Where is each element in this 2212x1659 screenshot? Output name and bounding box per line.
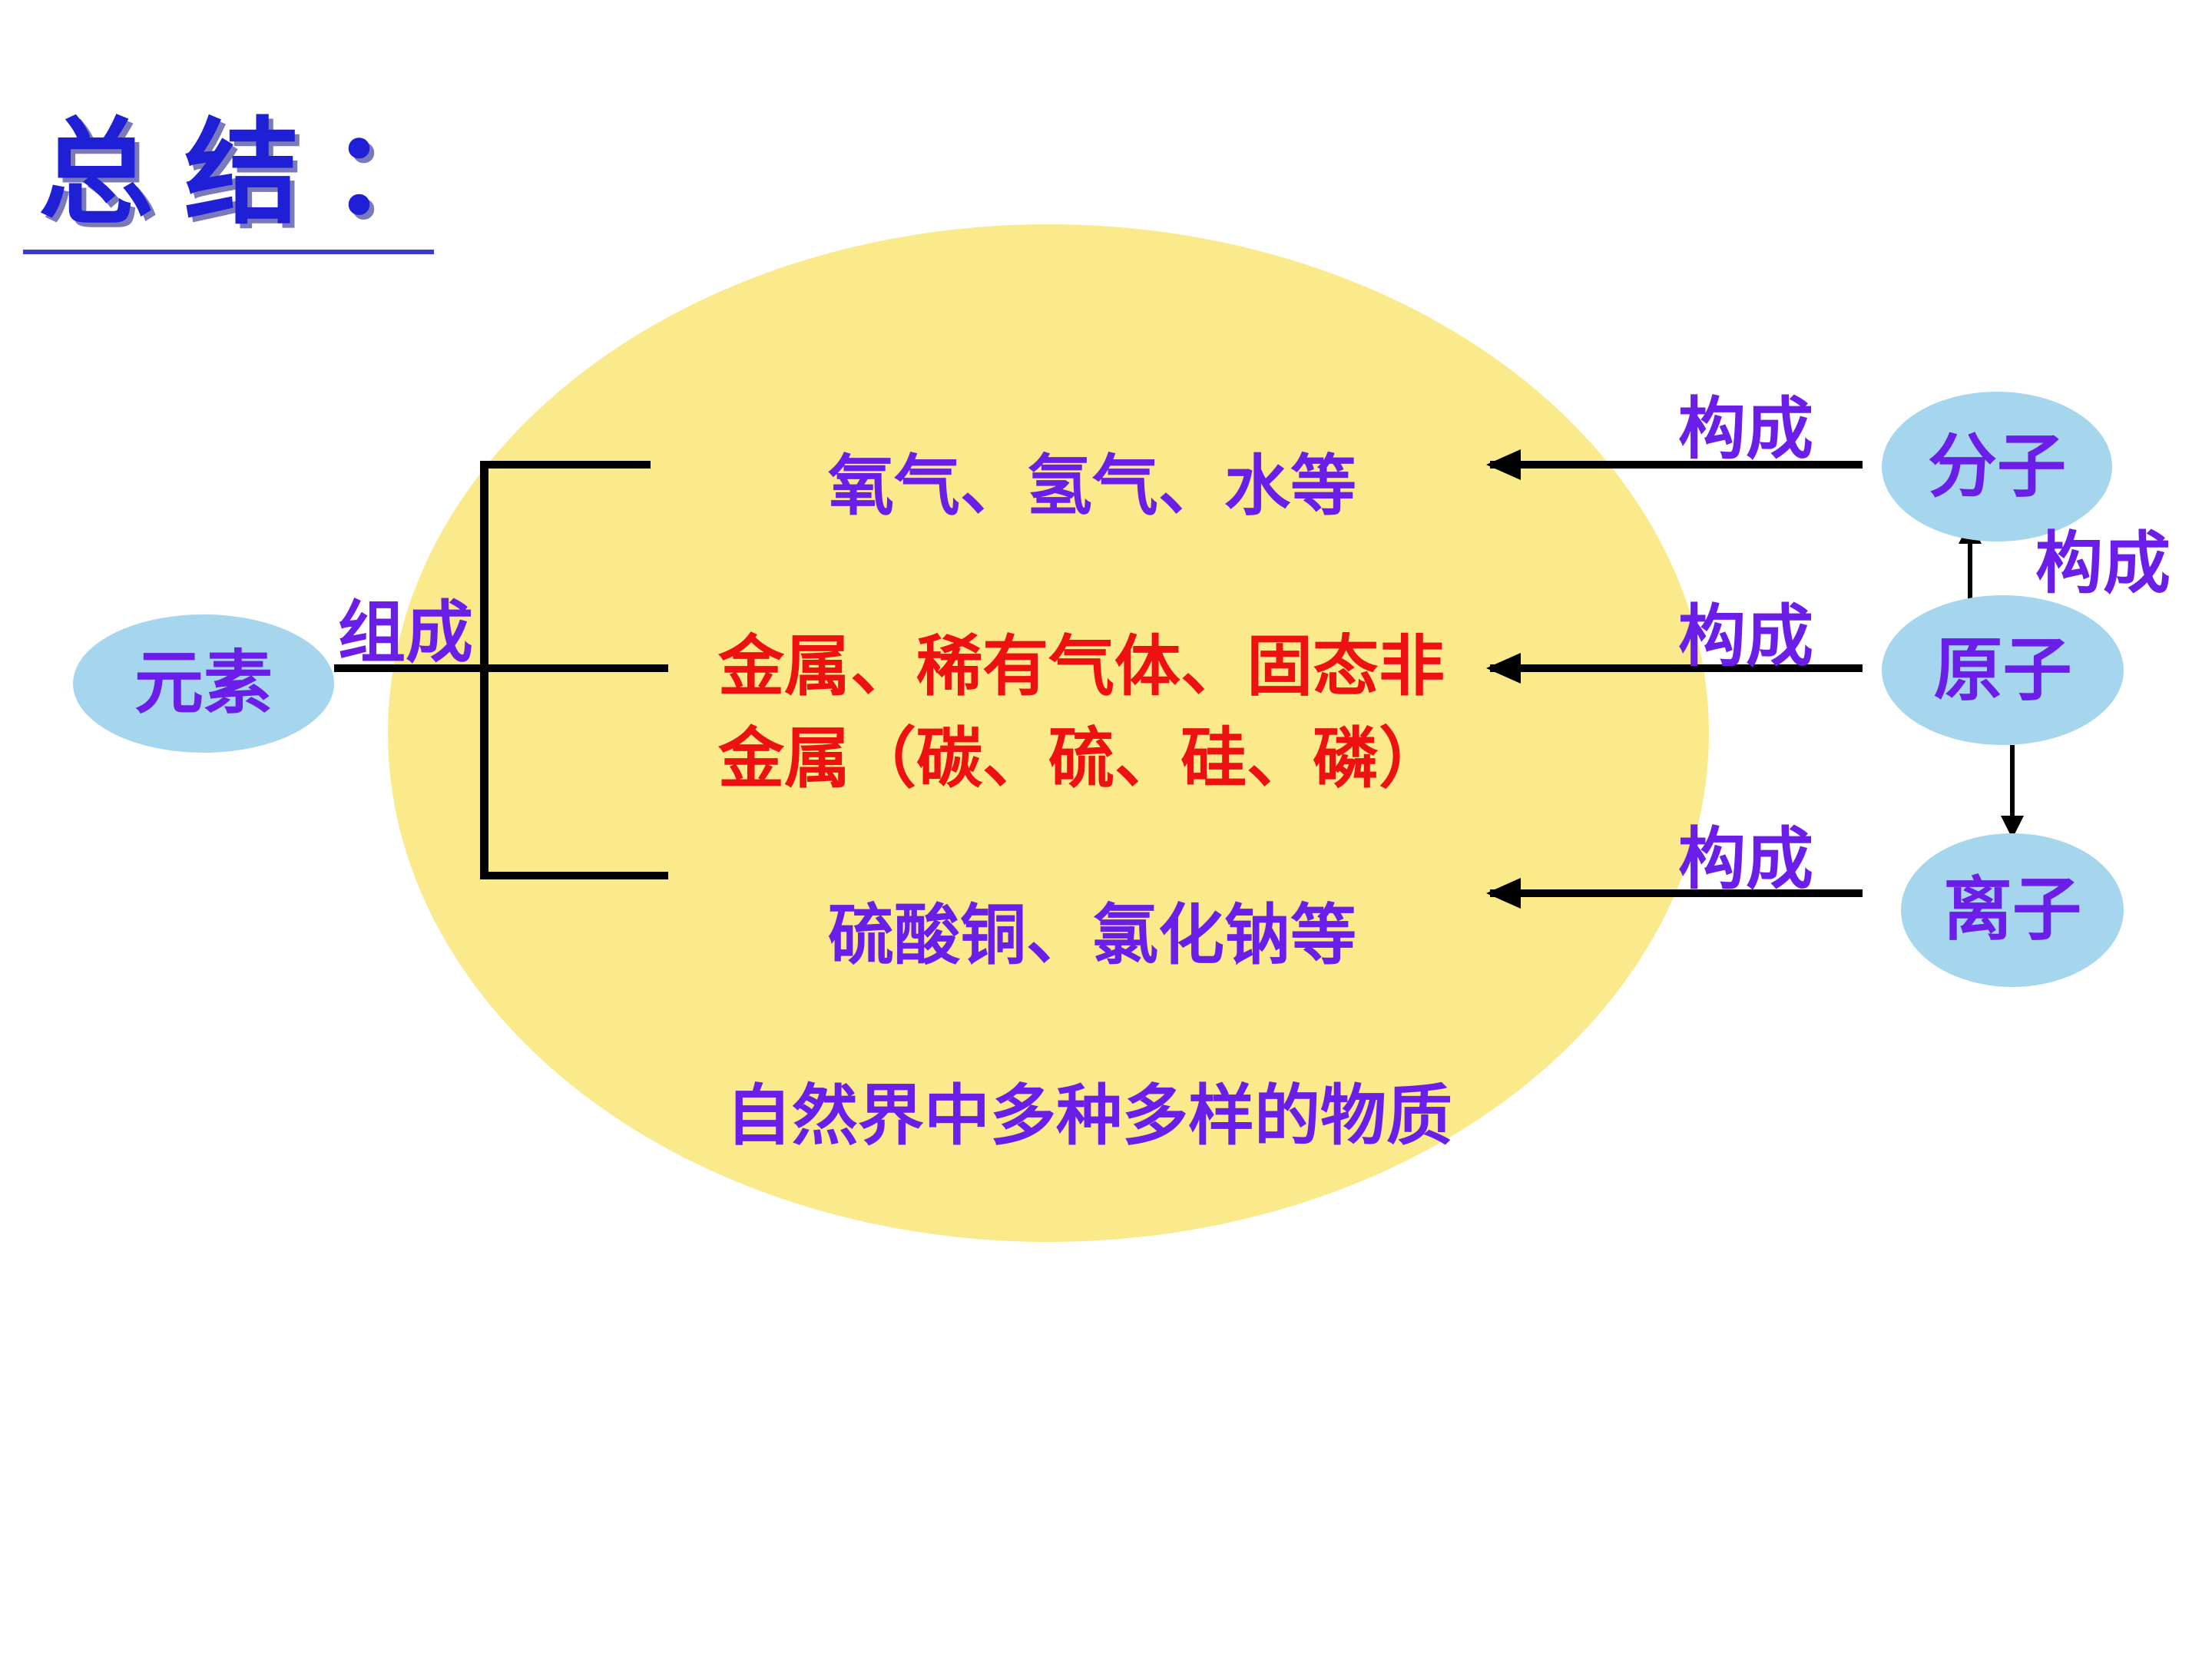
bracket-top-line [480,461,651,469]
molecular-substances-text: 氧气、氢气、水等 [828,448,1356,525]
arrow-molecule-to-molecular-substances [1486,449,1863,480]
arrow-atom-to-ion [2001,745,2024,839]
atom-node: 原子 [1882,595,2124,745]
atom-label: 原子 [1933,629,2072,710]
ion-label: 离子 [1943,869,2081,950]
substances-caption: 自然界中多种多样的物质 [726,1078,1452,1154]
molecule-label: 分子 [1928,426,2066,507]
ion-node: 离子 [1901,833,2124,987]
constitute-label-middle: 构成 [1678,597,1814,676]
atomic-substances-line2: 金属（碳、硫、硅、磷） [718,720,1445,797]
atomic-substances-line1: 金属、稀有气体、固态非 [718,628,1445,705]
constitute-label-atom-molecule: 构成 [2035,524,2171,603]
substances-circle [388,224,1709,1242]
title-underline [23,250,434,254]
element-label: 元素 [134,643,273,724]
constitute-label-bottom: 构成 [1678,820,1814,899]
compose-label: 组成 [338,593,474,672]
molecule-node: 分子 [1882,392,2112,541]
bracket-middle-line [480,664,668,672]
bracket-bottom-line [480,872,668,879]
element-connector-line [334,664,484,672]
arrow-ion-to-ionic-substances [1486,878,1863,909]
page-title: 总结： [38,105,477,240]
constitute-label-top: 构成 [1678,389,1814,469]
arrow-atom-to-atomic-substances [1486,653,1863,684]
element-node: 元素 [73,614,334,753]
ionic-substances-text: 硫酸铜、氯化钠等 [828,897,1356,974]
